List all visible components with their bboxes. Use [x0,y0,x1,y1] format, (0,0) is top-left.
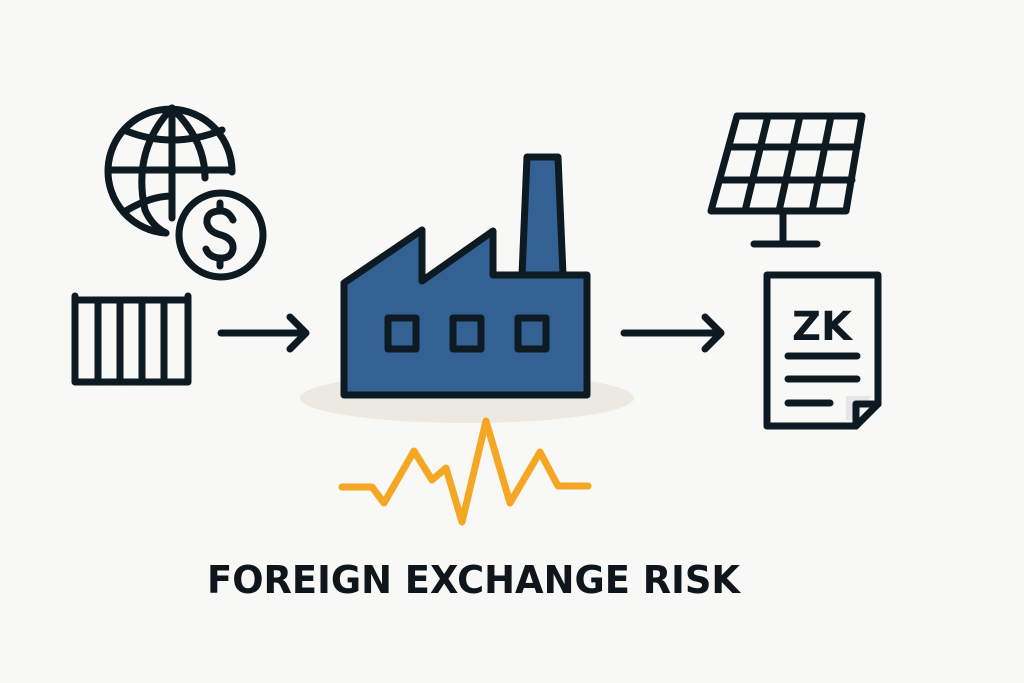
factory-icon [340,153,591,399]
arrow-right-icon [620,313,725,353]
dollar-coin-icon [175,189,267,281]
globe-icon [104,104,236,237]
diagram-title: FOREIGN EXCHANGE RISK [207,558,741,602]
volatility-wave-icon [338,417,592,526]
document-label: ZK [792,304,854,350]
document-icon: ZK [763,271,882,430]
solar-panel-icon [707,112,866,248]
shipping-container-icon [71,292,192,386]
arrow-right-icon [217,313,310,353]
